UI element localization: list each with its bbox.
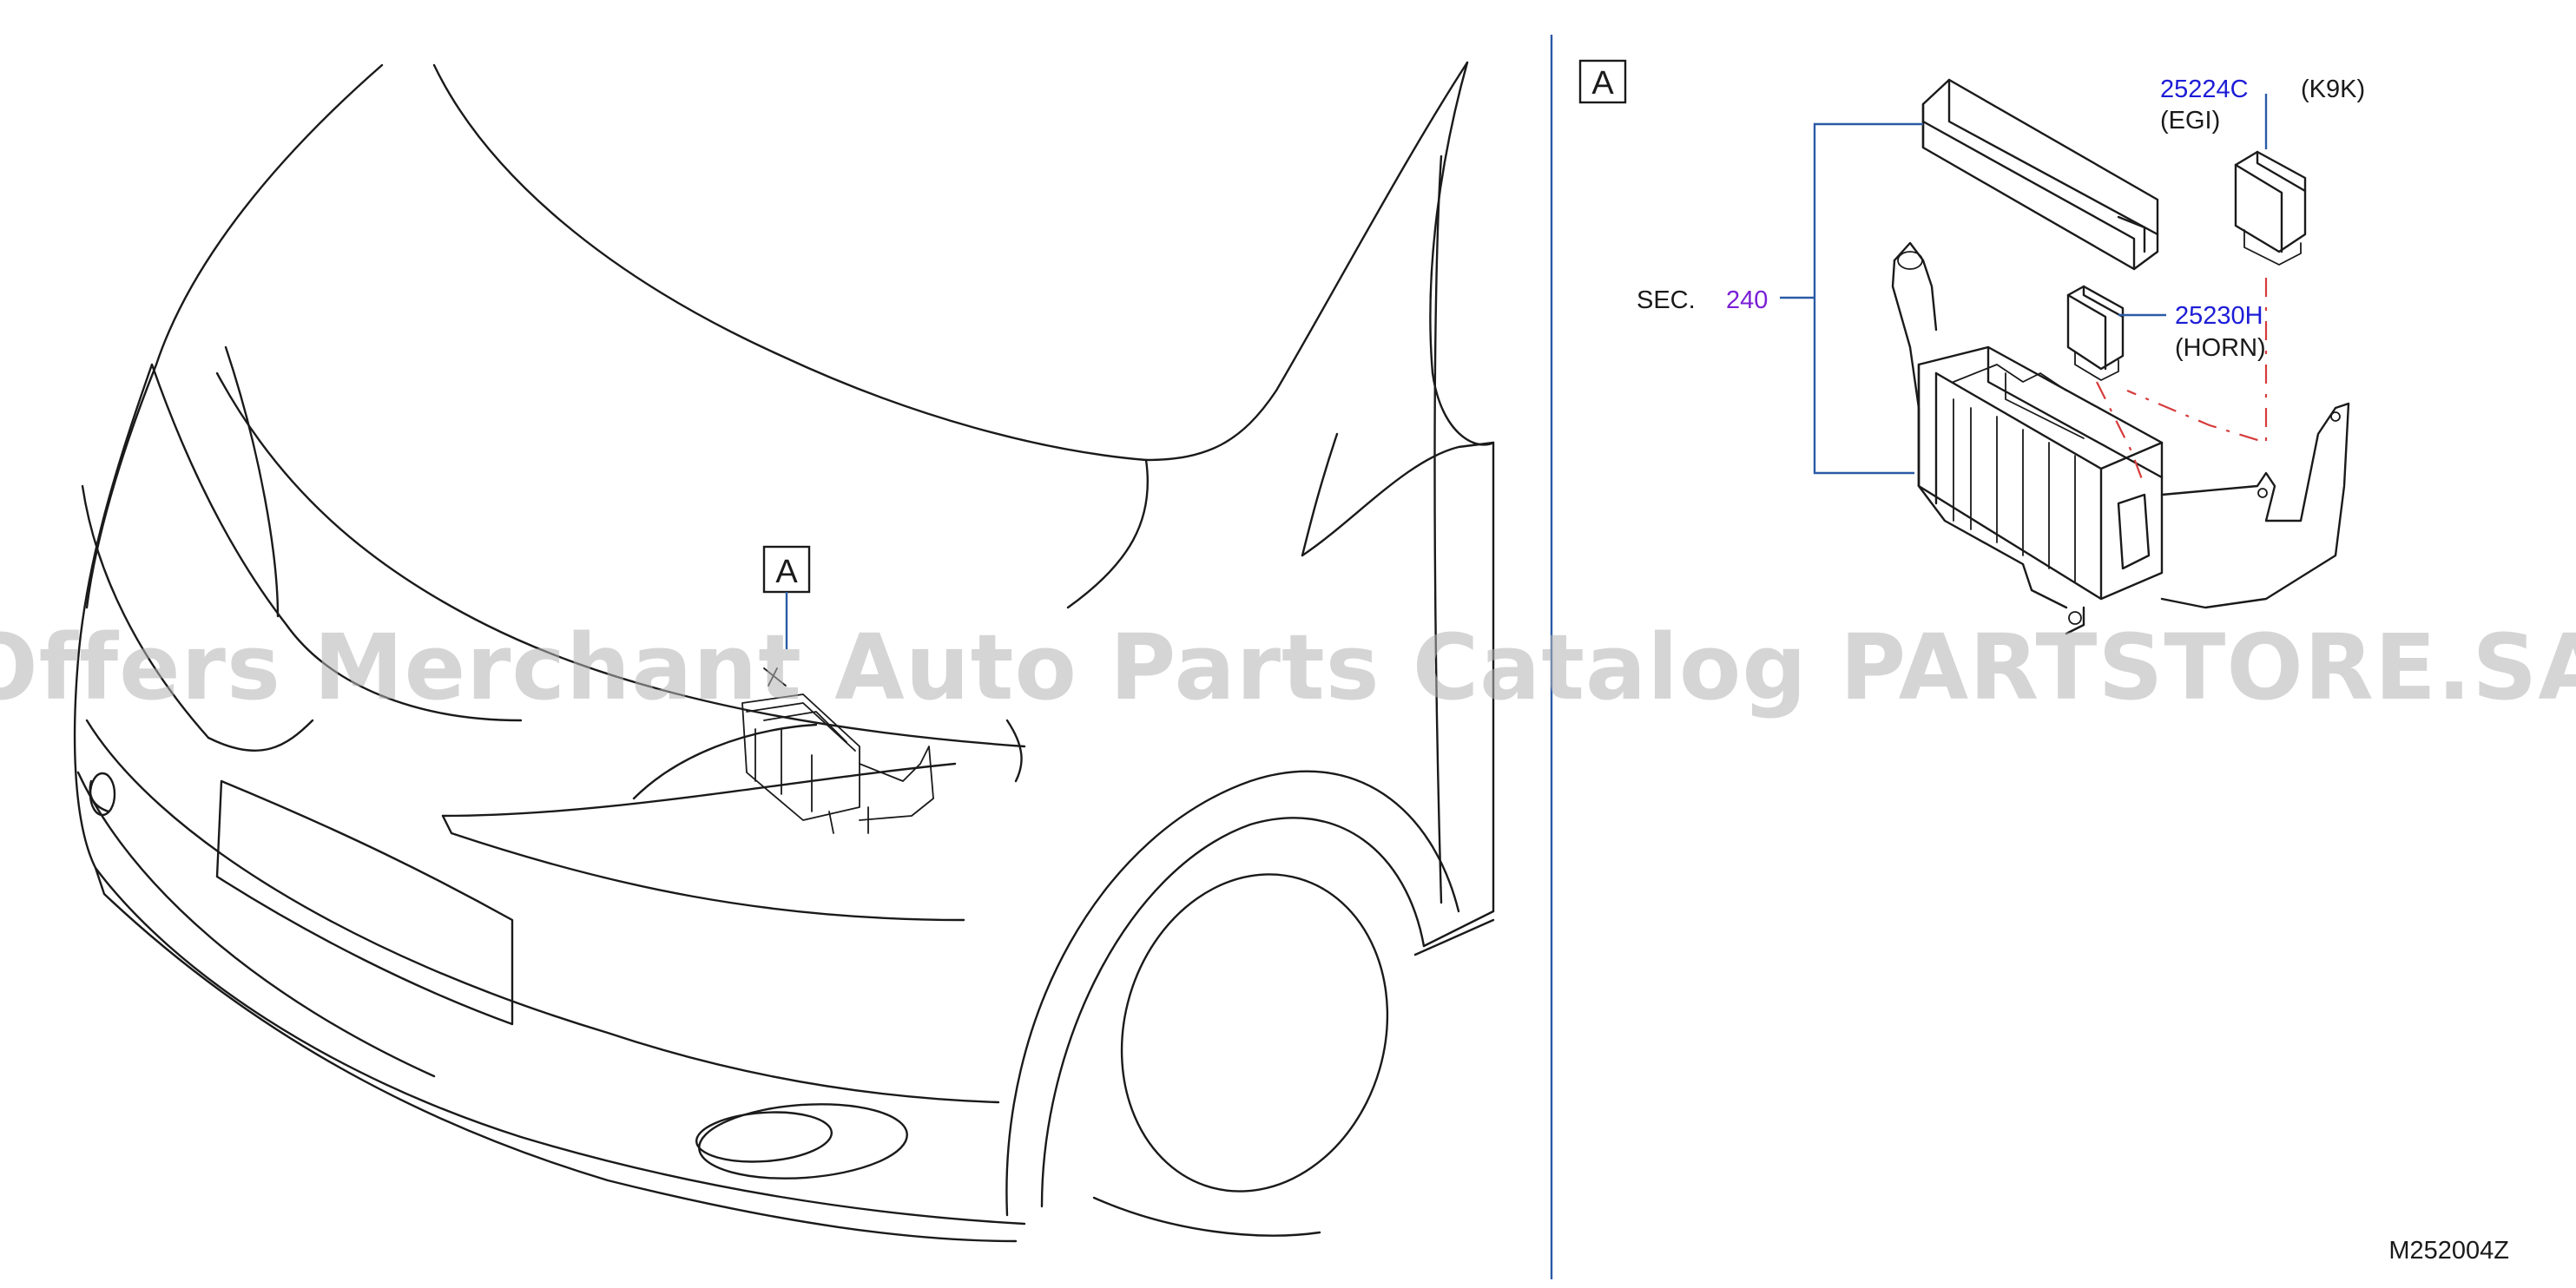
install-line-egi	[2126, 278, 2268, 444]
sec-bracket	[1813, 122, 1923, 475]
part-note-egi: (EGI)	[2160, 107, 2220, 135]
section-number[interactable]: 240	[1726, 286, 1768, 314]
callout-a-car-letter: A	[775, 554, 798, 590]
callout-a-car: A	[762, 545, 811, 649]
section-label: SEC.	[1637, 286, 1696, 314]
watermark: Offers Merchant Auto Parts Catalog PARTS…	[0, 614, 2576, 720]
install-line-horn	[2096, 381, 2146, 487]
callout-a-detail-letter: A	[1591, 65, 1614, 102]
part-note-k9k: (K9K)	[2301, 76, 2365, 103]
part-note-horn: (HORN)	[2175, 334, 2266, 362]
relay-box-cover	[1921, 78, 2159, 271]
relay-box-in-car	[741, 667, 934, 834]
relay-box-body	[1891, 241, 2350, 635]
relay-egi	[2234, 150, 2307, 266]
drawing-code: M252004Z	[2388, 1237, 2509, 1265]
part-number-25224c[interactable]: 25224C	[2160, 76, 2249, 103]
car-front-illustration	[73, 61, 1495, 1243]
relay-horn	[2066, 285, 2125, 381]
part-number-25230h[interactable]: 25230H	[2175, 302, 2263, 330]
callout-a-detail: A	[1578, 59, 1627, 104]
